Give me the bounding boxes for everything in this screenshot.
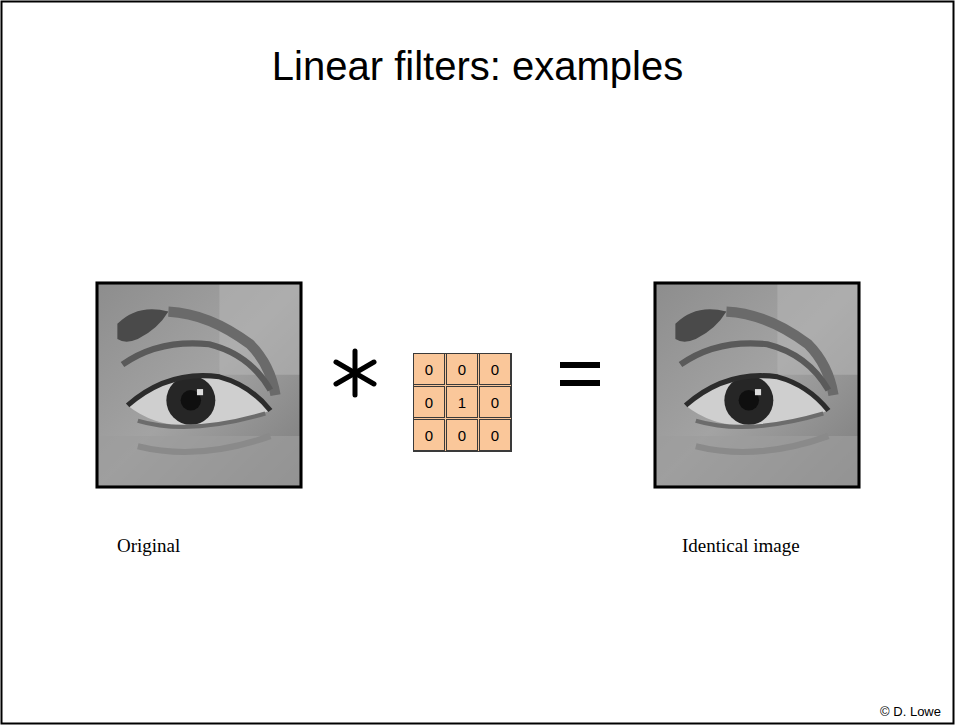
kernel-value: 1 — [446, 386, 478, 418]
kernel-value: 0 — [446, 419, 478, 451]
convolution-symbol — [336, 351, 374, 395]
kernel-value: 0 — [479, 386, 511, 418]
kernel-value: 0 — [413, 353, 445, 385]
original-image — [97, 283, 301, 487]
kernel-value: 0 — [446, 353, 478, 385]
equals-symbol — [560, 362, 600, 386]
image-caption: Original — [117, 535, 180, 557]
kernel-value: 0 — [479, 353, 511, 385]
copyright-note: © D. Lowe — [880, 704, 941, 719]
kernel-value: 0 — [479, 419, 511, 451]
result-image — [655, 283, 859, 487]
kernel-value: 0 — [413, 386, 445, 418]
slide-title: Linear filters: examples — [0, 44, 955, 89]
kernel-value: 0 — [413, 419, 445, 451]
image-caption: Identical image — [682, 535, 800, 557]
kernel-grid: 000010000 — [413, 353, 512, 452]
